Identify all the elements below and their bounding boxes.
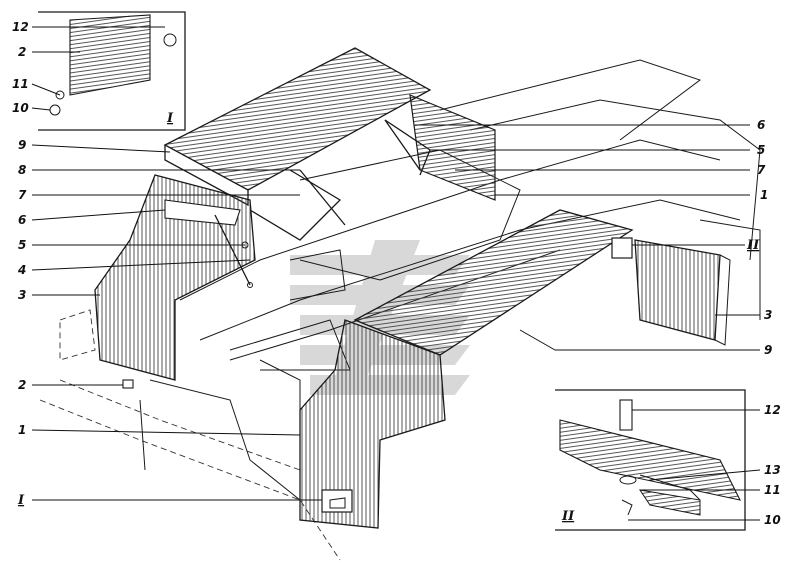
bolt-2 [122, 379, 134, 389]
callout-r6: 6 [757, 118, 765, 132]
chassis-frame [39, 59, 761, 561]
callout-2-lower: 2 [18, 378, 26, 392]
callout-detail-II: II [746, 238, 760, 253]
callout-r5: 5 [757, 143, 765, 157]
left-fender [94, 174, 256, 381]
callout-r3: 3 [764, 308, 772, 322]
callout-r1: 1 [760, 188, 768, 202]
callouts-right: 6 5 7 1 II 3 9 [746, 118, 772, 357]
callout-4: 4 [17, 263, 26, 277]
inset-II-label: II [561, 509, 575, 524]
callout-r9: 9 [764, 343, 772, 357]
leader-lines [31, 26, 761, 521]
callout-r7: 7 [757, 163, 766, 177]
inset-I [38, 11, 186, 131]
callout-11: 11 [12, 77, 29, 91]
upper-platform [163, 47, 496, 241]
callout-3: 3 [18, 288, 26, 302]
inset-I-label: I [166, 111, 174, 126]
callout-i10: 10 [764, 513, 781, 527]
callouts-left: 12 2 11 10 9 8 7 6 5 4 3 2 1 I [12, 20, 29, 508]
front-fender [299, 319, 446, 529]
inset-II-callouts: 12 13 11 10 [764, 403, 781, 527]
right-rear-fender [634, 239, 731, 346]
callout-12: 12 [12, 20, 29, 34]
callout-5: 5 [18, 238, 26, 252]
inset-II [555, 389, 746, 531]
callout-i12: 12 [764, 403, 781, 417]
callout-7: 7 [18, 188, 27, 202]
callout-6: 6 [18, 213, 26, 227]
callout-1: 1 [18, 423, 26, 437]
callout-9: 9 [18, 138, 26, 152]
callout-8: 8 [18, 163, 26, 177]
callout-i11: 11 [764, 483, 781, 497]
callout-detail-I: I [17, 493, 25, 508]
callout-i13: 13 [764, 463, 781, 477]
callout-10: 10 [12, 101, 29, 115]
right-step-plate [353, 209, 634, 356]
callout-2: 2 [18, 45, 26, 59]
